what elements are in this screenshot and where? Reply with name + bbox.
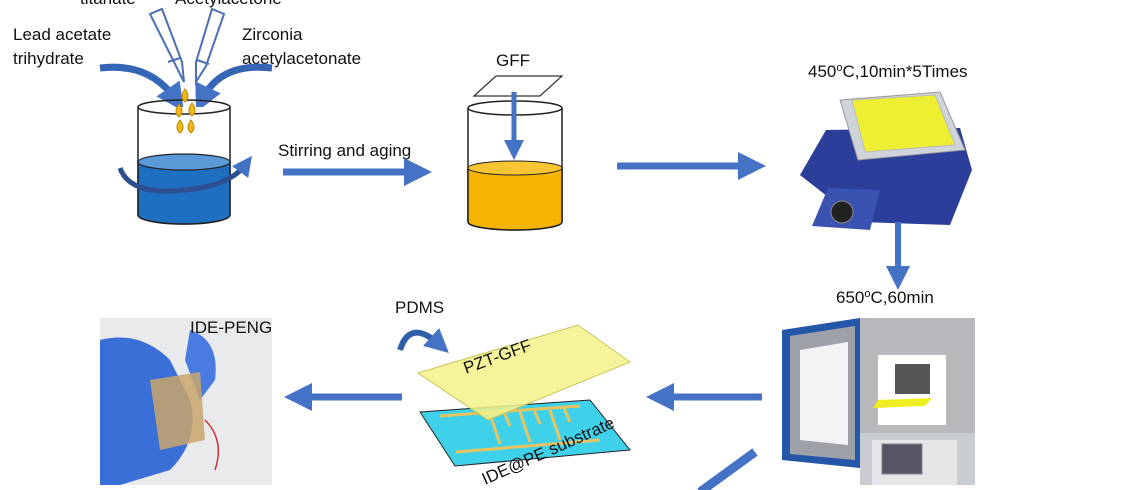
hotplate-icon [800,91,972,230]
pipette-right-icon [195,7,226,86]
arrow-diagonal-partial [697,448,758,490]
label-gff: GFF [496,51,530,70]
stirring-arrow-icon [117,155,252,194]
label-acetylacetonate: acetylacetonate [242,49,361,68]
label-trihydrate: trihydrate [13,49,84,68]
pipette-left-icon [148,7,185,83]
device-assembly-step: PDMS PZT-GFF IDE@PE substrate [395,298,632,489]
droplets-icon [175,88,196,134]
label-titanate: titanate [80,0,136,8]
gff-immersion-step: GFF [467,51,564,231]
ide-peng-photo: IDE-PENG [100,318,272,485]
hotplate-step: 450oC,10min*5Times [800,62,972,230]
label-acetylacetone: Acetylacetone [175,0,282,8]
label-stirring-and-aging: Stirring and aging [278,141,411,160]
beaker-blue-icon [117,99,252,225]
precursor-mixing-step: titanate Acetylacetone Lead acetate trih… [13,0,361,225]
label-lead-acetate: Lead acetate [13,25,111,44]
arrow-zirconia-into-beaker [195,63,273,113]
label-anneal-450: 450oC,10min*5Times [808,62,968,81]
pdms-arrow-icon [397,328,449,354]
arrow-lead-into-beaker [99,63,184,112]
gff-sheet-icon [472,75,564,97]
muffle-furnace-icon [782,318,975,485]
label-ide-peng: IDE-PENG [190,318,272,337]
label-pdms: PDMS [395,298,444,317]
pzt-gff-film-icon [416,324,632,421]
label-zirconia: Zirconia [242,25,303,44]
label-anneal-650: 650oC,60min [836,288,934,307]
